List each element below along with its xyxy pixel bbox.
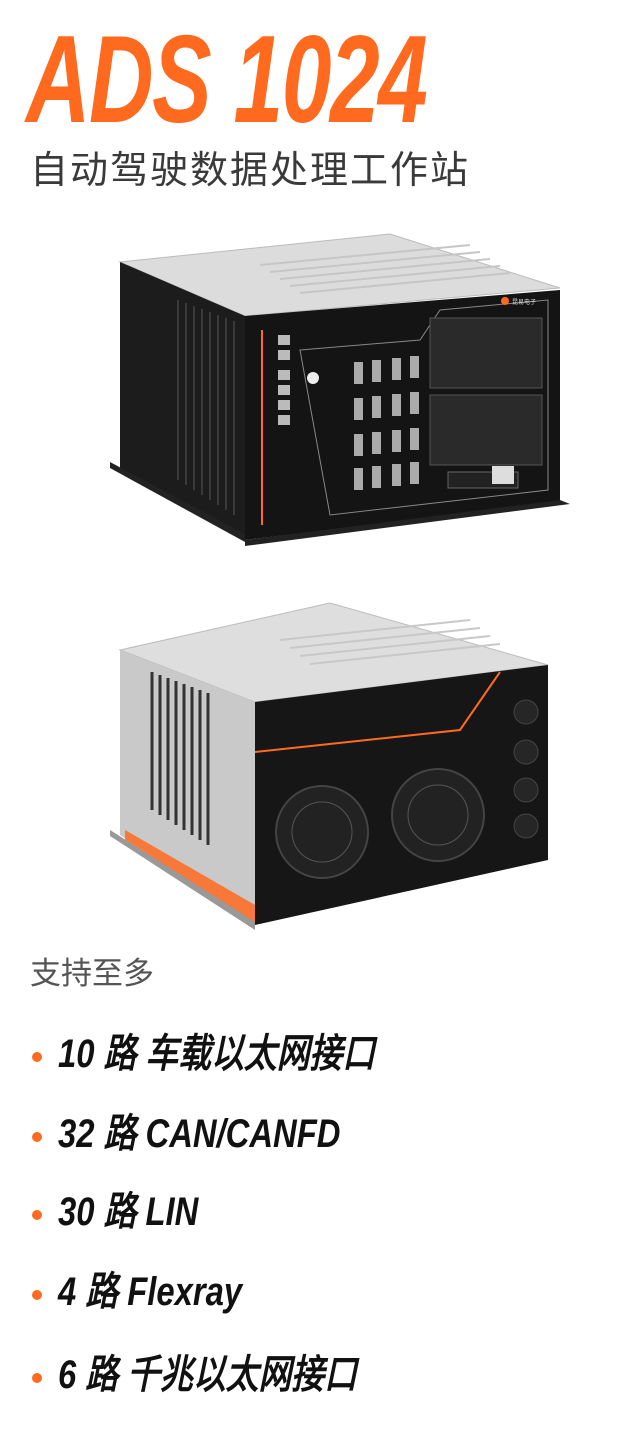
small-vents bbox=[513, 699, 539, 839]
feature-item: 6 路 千兆以太网接口 bbox=[0, 1347, 640, 1407]
fan-grille bbox=[275, 768, 485, 879]
product-image-front: 昆易电子 bbox=[110, 233, 570, 546]
feature-item: 10 路 车载以太网接口 bbox=[0, 1026, 640, 1086]
feature-item: 30 路 LIN bbox=[0, 1184, 640, 1244]
feature-label: 30 路 LIN bbox=[58, 1190, 199, 1234]
power-button bbox=[307, 372, 319, 384]
bullet-icon bbox=[32, 1290, 42, 1300]
feature-label: 4 路 Flexray bbox=[58, 1270, 243, 1314]
feature-item: 4 路 Flexray bbox=[0, 1264, 640, 1324]
product-subtitle: 自动驾驶数据处理工作站 bbox=[30, 150, 471, 192]
automotive-ethernet-modules bbox=[429, 317, 543, 466]
vent-slots bbox=[177, 300, 235, 515]
vent-slots bbox=[150, 672, 210, 845]
device-left-side bbox=[120, 262, 245, 540]
db9-connectors bbox=[354, 356, 419, 490]
feature-label: 6 路 千兆以太网接口 bbox=[58, 1353, 357, 1397]
product-title: ADS 1024 bbox=[26, 11, 428, 149]
bullet-icon bbox=[32, 1052, 42, 1062]
feature-label: 10 路 车载以太网接口 bbox=[58, 1032, 376, 1076]
bullet-icon bbox=[32, 1132, 42, 1142]
feature-item: 32 路 CAN/CANFD bbox=[0, 1106, 640, 1166]
features-lead: 支持至多 bbox=[30, 956, 154, 991]
brand-logo-text: 昆易电子 bbox=[512, 298, 536, 306]
ethernet-ports bbox=[278, 335, 290, 425]
mounting-foot bbox=[110, 462, 245, 542]
feature-label: 32 路 CAN/CANFD bbox=[58, 1112, 341, 1156]
bullet-icon bbox=[32, 1373, 42, 1383]
product-image-rear bbox=[110, 602, 549, 930]
mounting-foot bbox=[110, 830, 255, 930]
bullet-icon bbox=[32, 1210, 42, 1220]
